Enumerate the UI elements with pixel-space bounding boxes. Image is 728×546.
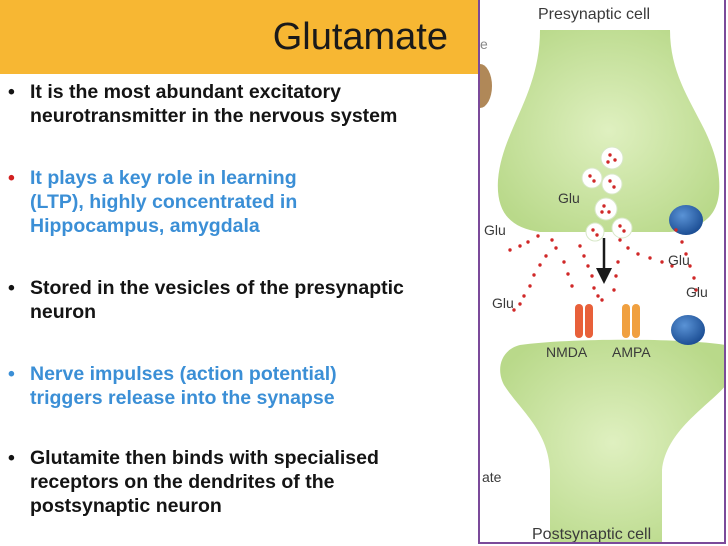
- glutamate-dot: [538, 263, 542, 267]
- glutamate-dot: [660, 260, 664, 264]
- glutamate-dot: [570, 284, 574, 288]
- bullet-marker: •: [8, 363, 15, 385]
- bullet-text: It plays a key role in learning (LTP), h…: [30, 167, 298, 237]
- glu-label: Glu: [484, 222, 506, 238]
- glutamate-dot: [607, 210, 611, 214]
- glutamate-dot: [591, 228, 595, 232]
- glu-label: Glu: [492, 295, 514, 311]
- glutamate-dot: [614, 274, 618, 278]
- glu-label: Glu: [558, 190, 580, 206]
- bullet-marker: •: [8, 277, 15, 299]
- glutamate-dots: [508, 153, 698, 312]
- glutamate-dot: [600, 210, 604, 214]
- cropped-edge-shape: [480, 64, 492, 108]
- glutamate-dot: [518, 244, 522, 248]
- glutamate-dot: [606, 160, 610, 164]
- postsynaptic-label: Postsynaptic cell: [532, 526, 652, 543]
- glutamate-dot: [613, 158, 617, 162]
- glutamate-dot: [674, 228, 678, 232]
- glutamate-dot: [612, 185, 616, 189]
- glutamate-dot: [592, 179, 596, 183]
- glutamate-dot: [636, 252, 640, 256]
- vesicle: [594, 197, 618, 221]
- nmda-receptor: [575, 304, 593, 338]
- glutamate-dot: [578, 244, 582, 248]
- glutamate-dot: [688, 264, 692, 268]
- glutamate-dot: [532, 273, 536, 277]
- glu-label: Glu: [668, 252, 690, 268]
- glutamate-dot: [550, 238, 554, 242]
- glutamate-dot: [692, 276, 696, 280]
- glutamate-dot: [592, 286, 596, 290]
- glutamate-dot: [622, 229, 626, 233]
- glutamate-dot: [582, 254, 586, 258]
- glutamate-dot: [595, 233, 599, 237]
- nmda-label: NMDA: [546, 344, 588, 360]
- bullet-marker: •: [8, 167, 15, 189]
- vesicle: [581, 167, 603, 189]
- transporter-top: [669, 205, 703, 235]
- release-arrow: [596, 238, 612, 284]
- edge-fragment-bottom: ate: [482, 469, 502, 485]
- bullet-text: Stored in the vesicles of the presynapti…: [30, 277, 404, 323]
- glutamate-dot: [596, 294, 600, 298]
- glutamate-dot: [608, 153, 612, 157]
- glutamate-dot: [590, 274, 594, 278]
- bullet-item: • Glutamite then binds with specialised …: [6, 446, 379, 518]
- bullet-text: Nerve impulses (action potential) trigge…: [30, 363, 337, 409]
- synapse-figure: Presynaptic cell Postsynaptic cell e ate…: [478, 0, 726, 544]
- bullet-item: • Stored in the vesicles of the presynap…: [6, 276, 404, 324]
- glutamate-dot: [618, 238, 622, 242]
- ampa-label: AMPA: [612, 344, 651, 360]
- glutamate-dot: [684, 252, 688, 256]
- presynaptic-terminal: [497, 30, 720, 232]
- glutamate-dot: [554, 246, 558, 250]
- glutamate-dot: [566, 272, 570, 276]
- glutamate-dot: [612, 288, 616, 292]
- glu-label: Glu: [686, 284, 708, 300]
- glutamate-dot: [544, 254, 548, 258]
- glutamate-dot: [618, 224, 622, 228]
- glutamate-dot: [562, 260, 566, 264]
- glutamate-dot: [616, 260, 620, 264]
- vesicle-group: [581, 146, 633, 242]
- glutamate-dot: [602, 204, 606, 208]
- glutamate-dot: [586, 264, 590, 268]
- bullet-marker: •: [8, 447, 15, 469]
- postsynaptic-terminal: [500, 339, 724, 542]
- glutamate-dot: [522, 294, 526, 298]
- transporter-bottom: [671, 315, 705, 345]
- presynaptic-label: Presynaptic cell: [538, 6, 651, 23]
- glutamate-dot: [680, 240, 684, 244]
- glutamate-dot: [512, 308, 516, 312]
- title-bar: Glutamate: [0, 0, 478, 74]
- glutamate-dot: [626, 246, 630, 250]
- glutamate-dot: [588, 174, 592, 178]
- glutamate-dot: [536, 234, 540, 238]
- bullet-item: • It is the most abundant excitatory neu…: [6, 80, 397, 128]
- bullet-text: Glutamite then binds with specialised re…: [30, 447, 379, 517]
- glutamate-dot: [508, 248, 512, 252]
- synapse-diagram: [480, 30, 724, 542]
- ampa-receptor: [622, 304, 640, 338]
- slide-title: Glutamate: [272, 16, 448, 58]
- glutamate-dot: [608, 179, 612, 183]
- glutamate-dot: [528, 284, 532, 288]
- glutamate-dot: [648, 256, 652, 260]
- glutamate-dot: [518, 302, 522, 306]
- vesicle: [611, 217, 633, 239]
- vesicle: [601, 173, 623, 195]
- bullet-marker: •: [8, 81, 15, 103]
- glutamate-dot: [526, 240, 530, 244]
- bullet-item: • It plays a key role in learning (LTP),…: [6, 166, 297, 238]
- vesicle: [585, 222, 605, 242]
- glutamate-dot: [600, 298, 604, 302]
- edge-fragment-top: e: [480, 36, 488, 52]
- glutamate-dot: [670, 264, 674, 268]
- bullet-item: • Nerve impulses (action potential) trig…: [6, 362, 337, 410]
- vesicle: [600, 146, 624, 170]
- glutamate-dot: [694, 288, 698, 292]
- bullet-text: It is the most abundant excitatory neuro…: [30, 81, 398, 127]
